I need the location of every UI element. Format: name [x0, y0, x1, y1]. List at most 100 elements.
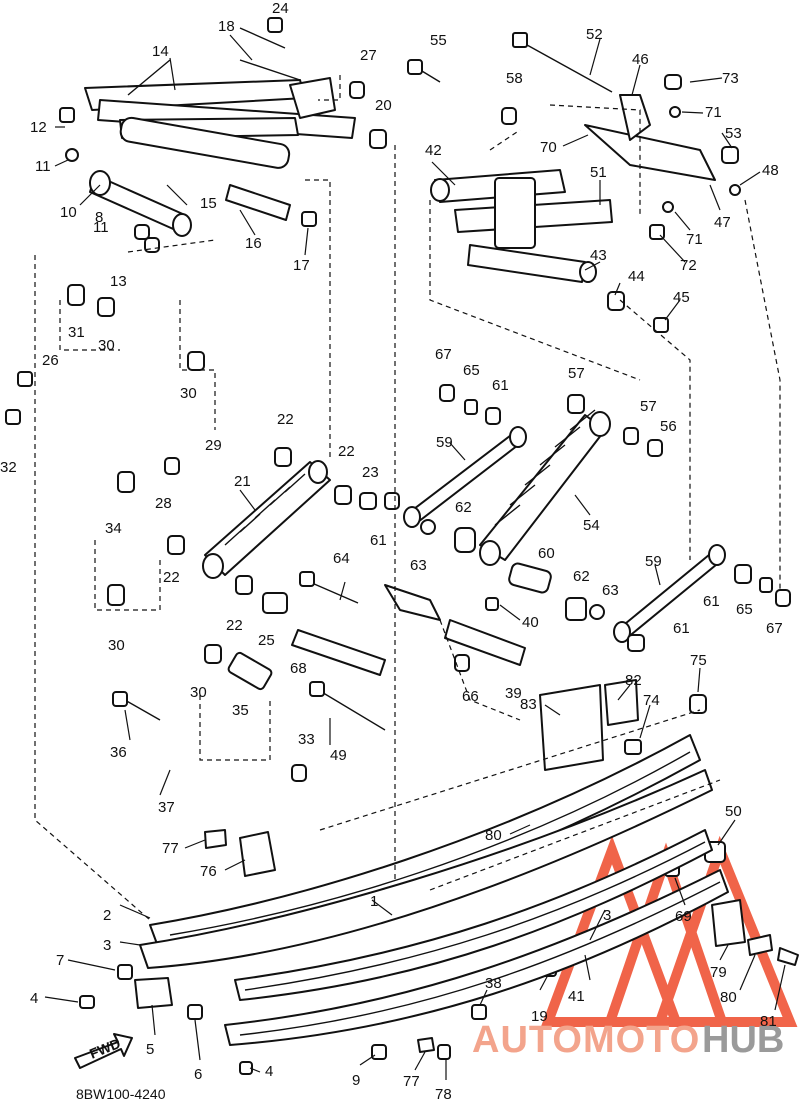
- bushings-and-fasteners: [5, 17, 799, 1075]
- callout-65-left: 65: [463, 362, 480, 379]
- callout-63-left: 63: [410, 557, 427, 574]
- callout-18: 18: [218, 18, 235, 35]
- callout-7: 7: [56, 952, 64, 969]
- callout-51: 51: [590, 164, 607, 181]
- callout-26: 26: [42, 352, 59, 369]
- callout-13: 13: [110, 273, 127, 290]
- callout-57-a: 57: [568, 365, 585, 382]
- callout-64: 64: [333, 550, 350, 567]
- callout-62-left: 62: [455, 499, 472, 516]
- callout-30-b: 30: [180, 385, 197, 402]
- watermark-brand-part2: HUB: [702, 1019, 784, 1061]
- callout-69: 69: [675, 908, 692, 925]
- callout-39: 39: [505, 685, 522, 702]
- callout-65-right: 65: [736, 601, 753, 618]
- callout-45: 45: [673, 289, 690, 306]
- callout-72: 72: [680, 257, 697, 274]
- callout-37: 37: [158, 799, 175, 816]
- callout-80-center: 80: [485, 827, 502, 844]
- callout-10: 10: [60, 204, 77, 221]
- watermark-brand-part1: AUTOMOTO: [472, 1019, 700, 1061]
- callout-61-d: 61: [673, 620, 690, 637]
- watermark-text: AUTOMOTO HUB: [472, 1019, 784, 1061]
- callout-60: 60: [538, 545, 555, 562]
- callout-22-c: 22: [163, 569, 180, 586]
- callout-77-front: 77: [162, 840, 179, 857]
- callout-2: 2: [103, 907, 111, 924]
- callout-57-b: 57: [640, 398, 657, 415]
- callout-76: 76: [200, 863, 217, 880]
- callout-4-front: 4: [30, 990, 38, 1007]
- callout-34: 34: [105, 520, 122, 537]
- callout-30-c: 30: [108, 637, 125, 654]
- callout-31: 31: [68, 324, 85, 341]
- callout-30-d: 30: [190, 684, 207, 701]
- callout-48: 48: [762, 162, 779, 179]
- callout-66: 66: [462, 688, 479, 705]
- callout-27: 27: [360, 47, 377, 64]
- callout-74: 74: [643, 692, 660, 709]
- callout-3-rear: 3: [603, 907, 611, 924]
- callout-19: 19: [531, 1008, 548, 1025]
- callout-61-a: 61: [492, 377, 509, 394]
- callout-24: 24: [272, 0, 289, 17]
- callout-17: 17: [293, 257, 310, 274]
- callout-61-c: 61: [703, 593, 720, 610]
- callout-29: 29: [205, 437, 222, 454]
- callout-4-rear: 4: [265, 1063, 273, 1080]
- callout-3-front: 3: [103, 937, 111, 954]
- callout-79: 79: [710, 964, 727, 981]
- callout-77-rear: 77: [403, 1073, 420, 1090]
- callout-42: 42: [425, 142, 442, 159]
- callout-80-rear: 80: [720, 989, 737, 1006]
- callout-70: 70: [540, 139, 557, 156]
- callout-53: 53: [725, 125, 742, 142]
- forward-label: FWD: [87, 1035, 123, 1062]
- callout-16: 16: [245, 235, 262, 252]
- callout-32: 32: [0, 459, 17, 476]
- callout-78: 78: [435, 1086, 452, 1103]
- guide-lines: [34, 75, 781, 921]
- callout-52: 52: [586, 26, 603, 43]
- callout-73: 73: [722, 70, 739, 87]
- callout-46: 46: [632, 51, 649, 68]
- callout-12: 12: [30, 119, 47, 136]
- diagram-code: 8BW100-4240: [76, 1086, 166, 1102]
- callout-58: 58: [506, 70, 523, 87]
- slide-rails: [139, 709, 729, 1046]
- callout-61-b: 61: [370, 532, 387, 549]
- front-shock-absorber: [202, 460, 331, 579]
- callout-55: 55: [430, 32, 447, 49]
- callout-71-upper: 71: [705, 104, 722, 121]
- callout-50: 50: [725, 803, 742, 820]
- callout-14: 14: [152, 43, 169, 60]
- callout-59-right: 59: [645, 553, 662, 570]
- callout-25: 25: [258, 632, 275, 649]
- callout-44: 44: [628, 268, 645, 285]
- callout-6: 6: [194, 1066, 202, 1083]
- callout-54: 54: [583, 517, 600, 534]
- callout-56: 56: [660, 418, 677, 435]
- callout-22-b: 22: [338, 443, 355, 460]
- callout-15: 15: [200, 195, 217, 212]
- callout-38: 38: [485, 975, 502, 992]
- callout-20: 20: [375, 97, 392, 114]
- forward-direction-arrow: FWD: [74, 1033, 133, 1069]
- rear-arm-assembly: [430, 32, 716, 283]
- callout-23: 23: [362, 464, 379, 481]
- callout-33: 33: [298, 731, 315, 748]
- callout-5: 5: [146, 1041, 154, 1058]
- callout-1: 1: [370, 893, 378, 910]
- rear-shock-absorber: [479, 409, 611, 566]
- front-arm-assembly: [84, 59, 356, 237]
- callout-67-right: 67: [766, 620, 783, 637]
- callout-82: 82: [625, 672, 642, 689]
- callout-11-lower: 11: [93, 219, 109, 236]
- callout-28: 28: [155, 495, 172, 512]
- callout-59-left: 59: [436, 434, 453, 451]
- callout-22-d: 22: [226, 617, 243, 634]
- callout-67-left: 67: [435, 346, 452, 363]
- callout-9: 9: [352, 1072, 360, 1089]
- callout-75: 75: [690, 652, 707, 669]
